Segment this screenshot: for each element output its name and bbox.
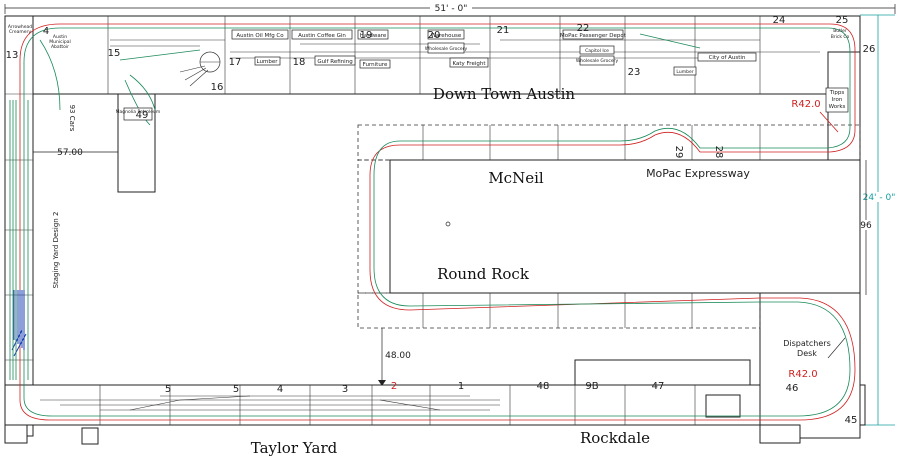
radius-pointer-top (819, 111, 839, 133)
section-24: 24 (773, 15, 786, 26)
section-18: 18 (293, 57, 306, 68)
section-45: 45 (845, 415, 858, 426)
industry-lumber-2: Lumber (676, 69, 693, 75)
dispatchers-desk-line2: Desk (797, 349, 817, 358)
industry-butler-2: Brick Co (831, 34, 850, 40)
industry-lumber-1: Lumber (257, 59, 279, 65)
industry-arrowhead-1: Arrowhead (8, 24, 32, 30)
region-taylor-yard: Taylor Yard (251, 439, 338, 456)
industry-austin-oil: Austin Oil Mfg Co (236, 33, 284, 39)
industry-wholesale: Wholesale Grocery (425, 46, 468, 52)
aisle-dimension-left: 57.00 (57, 148, 83, 158)
section-2: 2 (391, 381, 397, 392)
industry-mopac-depot: MoPac Passenger Depot (560, 33, 627, 39)
industry-furniture: Furniture (363, 62, 388, 68)
car-count-label: 93 Cars (68, 105, 76, 132)
mainline-track (9, 23, 856, 421)
industry-warehouse: Warehouse (431, 33, 462, 39)
industry-austin-mun-3: Abattoir (51, 44, 69, 50)
region-round-rock: Round Rock (437, 265, 530, 283)
aisle-dimension-bottom: 48.00 (385, 351, 411, 361)
industry-city-austin: City of Austin (709, 55, 746, 61)
industry-austin-mun-2: Municipal (49, 39, 70, 45)
dispatch-pointer (827, 337, 846, 359)
section-4: 4 (43, 26, 49, 37)
section-28: 28 (713, 146, 724, 159)
section-13: 13 (6, 50, 19, 61)
inches-dimension: 96 (860, 221, 872, 231)
section-47: 47 (652, 381, 665, 392)
width-dimension: 51' - 0" (435, 4, 468, 14)
section-5b: 5 (233, 384, 239, 395)
section-20: 20 (428, 30, 441, 41)
section-25: 25 (836, 15, 849, 26)
section-numbers: 13 4 15 16 17 18 19 20 21 22 23 24 25 26… (6, 15, 876, 426)
layout-marker (445, 221, 451, 227)
industry-capitol: Capitol Ice (585, 48, 609, 54)
industry-katy: Katy Freight (453, 61, 487, 67)
radius-top: R42.0 (791, 99, 820, 110)
overall-dimensions: 51' - 0" 24' - 0" 96 57.00 48.00 (4, 2, 896, 426)
region-rockdale: Rockdale (580, 429, 650, 447)
region-labels: Down Town Austin McNeil MoPac Expressway… (52, 85, 831, 456)
industry-gulf: Gulf Refining (317, 59, 352, 65)
section-23: 23 (628, 67, 641, 78)
section-46: 46 (786, 383, 799, 394)
region-staging-yard: Staging Yard Design 2 (52, 212, 60, 289)
industry-wholesale-2: Wholesale Grocery (576, 58, 619, 64)
section-5a: 5 (165, 384, 171, 395)
section-21: 21 (497, 25, 510, 36)
section-49: 49 (136, 110, 149, 121)
section-15: 15 (108, 48, 121, 59)
section-26: 26 (863, 44, 876, 55)
industry-tipps-3: Works (829, 104, 846, 110)
region-downtown-austin: Down Town Austin (433, 85, 575, 103)
region-mopac-expressway: MoPac Expressway (646, 167, 750, 180)
depth-dimension: 24' - 0" (863, 193, 896, 203)
section-29: 29 (673, 146, 684, 159)
section-19: 19 (360, 30, 373, 41)
section-4-bottom: 4 (277, 384, 283, 395)
benchwork (4, 15, 866, 445)
section-16: 16 (211, 82, 224, 93)
section-1: 1 (458, 381, 464, 392)
region-mcneil: McNeil (488, 169, 544, 187)
section-17: 17 (229, 57, 242, 68)
industry-arrowhead-2: Creamery (9, 29, 31, 35)
industries: Austin Oil Mfg Co Austin Coffee Gin Lumb… (8, 24, 850, 121)
section-3: 3 (342, 384, 348, 395)
section-22: 22 (577, 23, 590, 34)
section-48: 48 (537, 381, 550, 392)
industry-tipps-1: Tipps (829, 90, 845, 96)
industry-austin-coffee: Austin Coffee Gin (298, 33, 346, 39)
section-9b: 9B (585, 381, 598, 392)
radius-bottom: R42.0 (788, 369, 817, 380)
industry-butler-1: Butler (833, 28, 847, 34)
industry-magnolia: Magnolia Petroleum (116, 109, 161, 115)
industry-hardware: Hardware (360, 33, 387, 39)
industry-tipps-2: Iron (832, 97, 843, 103)
dispatchers-desk-line1: Dispatchers (783, 339, 831, 348)
industry-austin-mun-1: Austin (53, 34, 67, 40)
